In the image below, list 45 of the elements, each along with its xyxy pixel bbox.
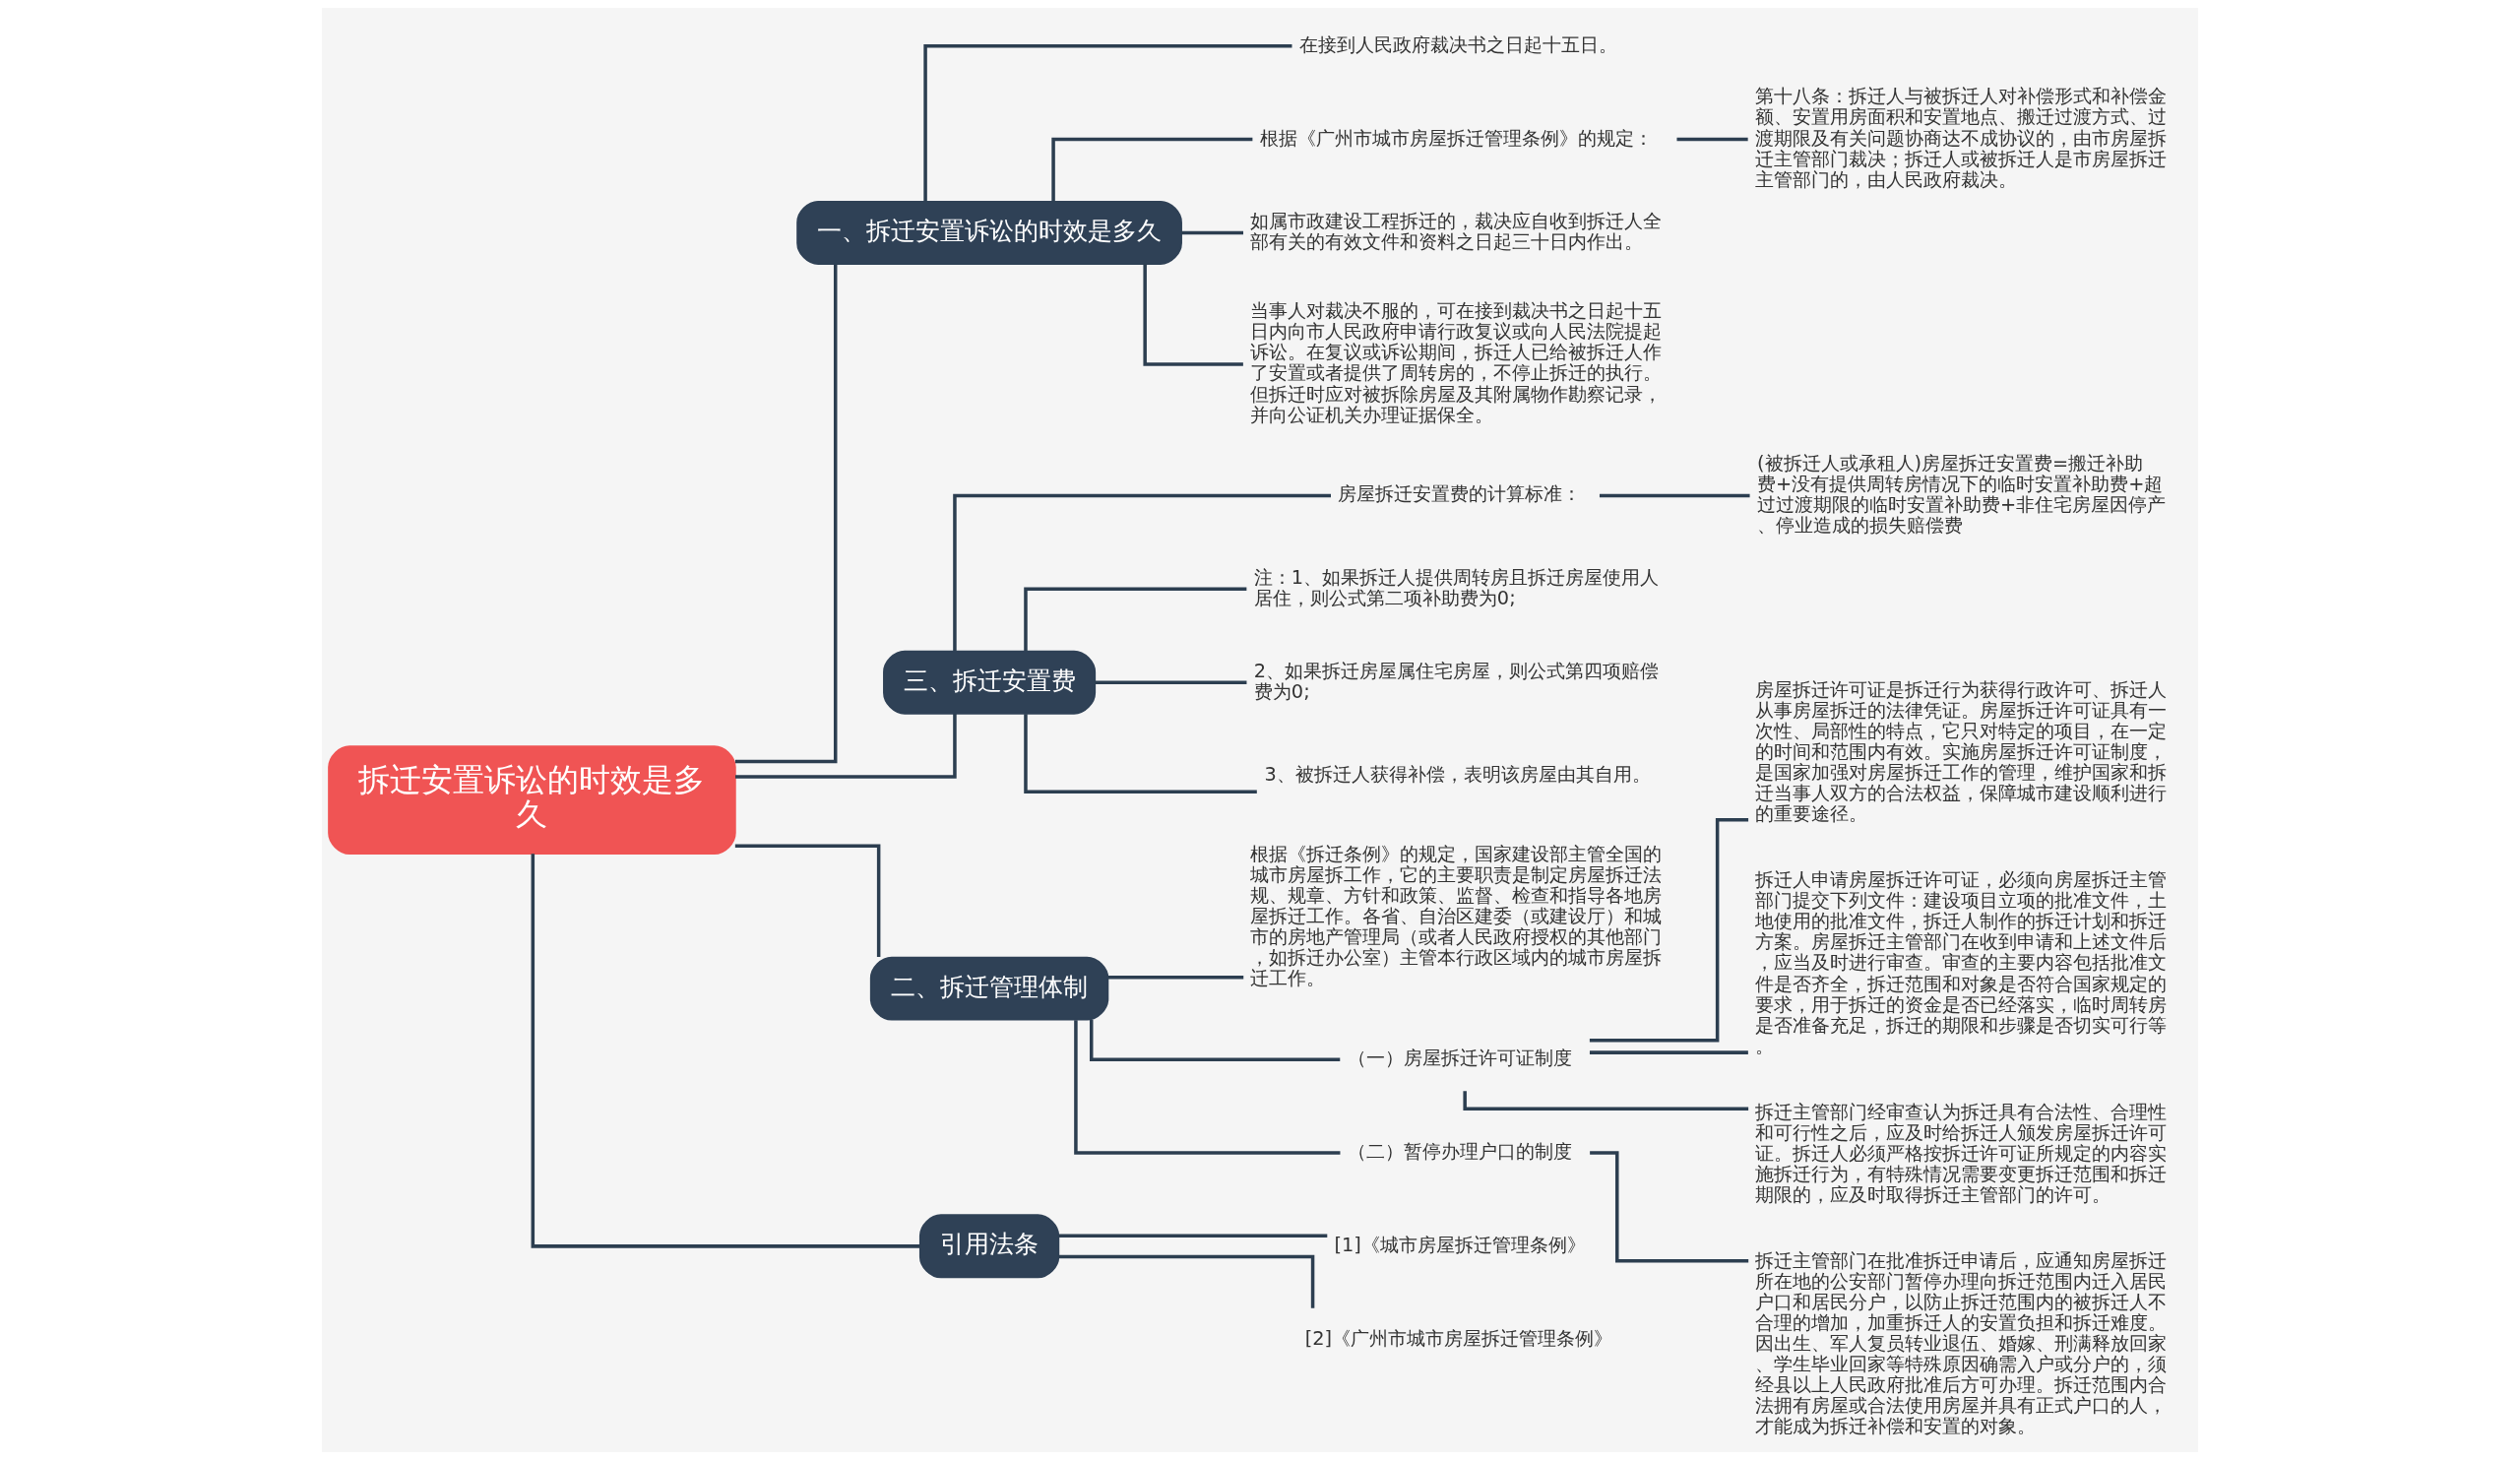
connector <box>734 264 838 764</box>
node-text: 房屋拆迁许可证是拆迁行为获得行政许可、拆迁人从事房屋拆迁的法律凭证。房屋拆迁许可证具有一次性、局部性的特点，它只对特定的项目，在一定的时间和范围内有效。实施房屋拆迁许可证制度，是国家加强对房屋拆迁工作的管理，维护国家和拆迁当事人双方的合法权益，保障城市建设顺利进行的重要途径。 <box>1755 677 2168 826</box>
connector <box>1058 1234 1328 1238</box>
connector <box>1024 714 1257 794</box>
node-text: (被拆迁人或承租人)房屋拆迁安置费=搬迁补助费+没有提供周转房情况下的临时安置补助费+超过过渡期限的临时安置补助费+非住宅房屋因停产、停业造成的损失赔偿费 <box>1757 451 2167 538</box>
connector <box>735 714 957 779</box>
node-text: 3、被拆迁人获得补偿，表明该房屋由其自用。 <box>1264 762 1651 786</box>
node-text: 注：1、如果拆迁人提供周转房且拆迁房屋使用人居住，则公式第二项补助费为0; <box>1253 565 1660 609</box>
node-text: 根据《拆迁条例》的规定，国家建设部主管全国的城市房屋拆工作，它的主要职责是制定房屋拆迁法规、规章、方针和政策、监督、检查和指导各地房屋拆迁工作。各省、自治区建委（或建设厅）和城市的房地产管理局（或者人民政府授权的其他部门，如拆迁办公室）主管本行政区域内的城市房屋拆迁工作。 <box>1250 842 1663 990</box>
node-box: 二、拆迁管理体制 <box>869 956 1109 1021</box>
node-text: 如属市政建设工程拆迁的，裁决应自收到拆迁人全部有关的有效文件和资料之日起三十日内作出。 <box>1250 209 1663 253</box>
node-box: 拆迁安置诉讼的时效是多久 <box>328 745 736 855</box>
node-box: 三、拆迁安置费 <box>883 650 1097 715</box>
node-text: 第十八条：拆迁人与被拆迁人对补偿形式和补偿金额、安置用房面积和安置地点、搬迁过渡方式、过渡期限及有关问题协商达不成协议的，由市房屋拆迁主管部门裁决；拆迁人或被拆迁人是市房屋拆迁主管部门的，由人民政府裁决。 <box>1755 85 2168 191</box>
node-text: [2]《广州市城市房屋拆迁管理条例》 <box>1304 1326 1613 1350</box>
node-box: 引用法条 <box>918 1214 1060 1279</box>
connector <box>1095 680 1247 684</box>
connector <box>1024 587 1247 652</box>
node-text: 拆迁主管部门经审查认为拆迁具有合法性、合理性和可行性之后，应及时给拆迁人颁发房屋拆迁许可证。拆迁人必须严格按拆迁许可证所规定的内容实施拆迁行为，有特殊情况需要变更拆迁范围和拆迁期限的，应及时取得拆迁主管部门的许可。 <box>1755 1100 2168 1206</box>
connector <box>1089 1019 1341 1061</box>
connector <box>1599 493 1750 498</box>
connector <box>531 854 920 1248</box>
connector <box>953 493 1331 651</box>
connector <box>1143 264 1243 366</box>
node-text: （二）暂停办理户口的制度 <box>1347 1139 1572 1163</box>
node-text: 根据《广州市城市房屋拆迁管理条例》的规定： <box>1260 126 1653 150</box>
connector <box>1058 1254 1315 1308</box>
node-text: 房屋拆迁安置费的计算标准： <box>1338 482 1582 506</box>
connector <box>1107 975 1244 980</box>
connector <box>1589 1050 1748 1054</box>
node-text: [1]《城市房屋拆迁管理条例》 <box>1334 1233 1586 1256</box>
node-text: 在接到人民政府裁决书之日起十五日。 <box>1298 32 1617 56</box>
node-text: 拆迁主管部门在批准拆迁申请后，应通知房屋拆迁所在地的公安部门暂停办理向拆迁范围内迁入居民户口和居民分户，以防止拆迁范围内的被拆迁人不合理的增加，加重拆迁人的安置负担和拆迁难度。因出生、军人复员转业退伍、婚嫁、刑满释放回家、学生毕业回家等特殊原因确需入户或分户的，须经县以上人民政府批准后方可办理。拆迁范围内合法拥有房屋或合法使用房屋并具有正式户口的人，才能成为拆迁补偿和安置的对象。 <box>1755 1248 2168 1438</box>
connector <box>1181 230 1243 235</box>
connector <box>1074 1020 1341 1155</box>
connector <box>1590 1151 1749 1263</box>
node-text: 2、如果拆迁房屋属住宅房屋，则公式第四项赔偿费为0; <box>1253 659 1660 703</box>
connector <box>1676 137 1748 142</box>
node-text: （一）房屋拆迁许可证制度 <box>1347 1047 1572 1070</box>
connector <box>734 844 881 957</box>
node-text: 当事人对裁决不服的，可在接到裁决书之日起十五日内向市人民政府申请行政复议或向人民法院提起诉讼。在复议或诉讼期间，拆迁人已给被拆迁人作了安置或者提供了周转房的，不停止拆迁的执行。但拆迁时应对被拆除房屋及其附属物作勘察记录，并向公证机关办理证据保全。 <box>1250 299 1663 426</box>
connector <box>923 43 1292 202</box>
node-text: 拆迁人申请房屋拆迁许可证，必须向房屋拆迁主管部门提交下列文件：建设项目立项的批准文件，土地使用的批准文件，拆迁人制作的拆迁计划和拆迁方案。房屋拆迁主管部门在收到申请和上述文件后，应当及时进行审查。审查的主要内容包括批准文件是否齐全，拆迁范围和对象是否符合国家规定的要求，用于拆迁的资金是否已经落实，临时周转房是否准备充足，拆迁的期限和步骤是否切实可行等。 <box>1755 868 2168 1057</box>
connector <box>1051 137 1253 202</box>
node-box: 一、拆迁安置诉讼的时效是多久 <box>796 200 1182 265</box>
